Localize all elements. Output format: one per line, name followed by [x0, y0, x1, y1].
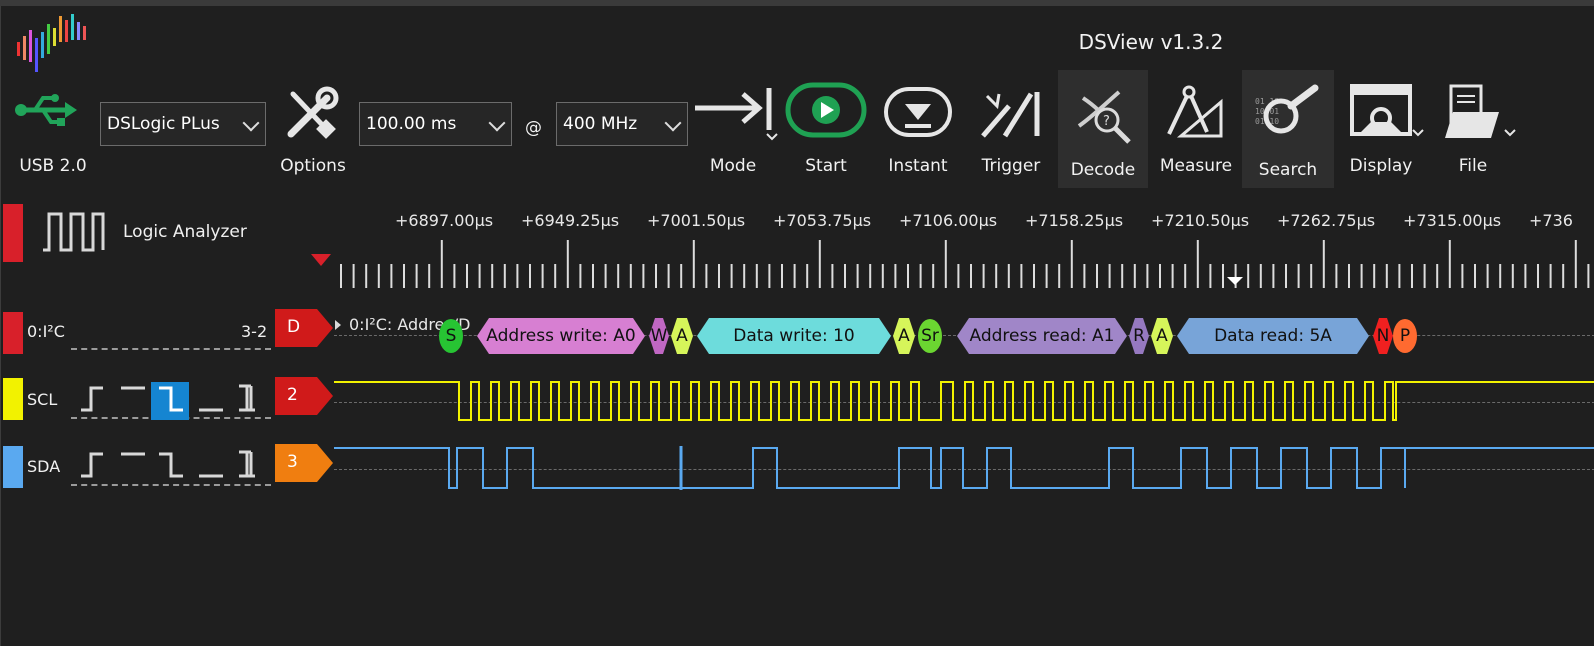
ruler-label: +6949.25µs: [521, 211, 620, 230]
ruler-label: +7262.75µs: [1277, 211, 1376, 230]
instant-icon[interactable]: [883, 86, 953, 140]
app-title: DSView v1.3.2: [1078, 30, 1224, 54]
decode-data-write[interactable]: Data write: 10: [733, 326, 855, 346]
decode-ack-2[interactable]: A: [898, 326, 910, 346]
chevron-down-icon: [664, 114, 682, 132]
decode-label[interactable]: Decode: [1070, 160, 1136, 180]
i2c-color-bar: [3, 312, 23, 354]
search-magnifier-icon[interactable]: 01 10 10 01 01 10: [1253, 84, 1321, 146]
duration-select-value: 100.00 ms: [366, 114, 457, 134]
dsview-logo-icon: [17, 14, 86, 72]
svg-text:?: ?: [1103, 114, 1110, 129]
sda-dash-line: [71, 484, 271, 486]
falling-edge-icon: [159, 452, 183, 478]
at-label: @: [525, 118, 542, 138]
device-select[interactable]: DSLogic PLus: [100, 102, 266, 146]
decode-address-read[interactable]: Address read: A1: [969, 326, 1115, 346]
chevron-down-icon: [488, 114, 506, 132]
decode-start[interactable]: S: [445, 326, 457, 346]
i2c-channel-name[interactable]: 0:I²C: [27, 322, 65, 341]
file-folder-icon[interactable]: [1443, 82, 1523, 144]
trigger-label[interactable]: Trigger: [981, 156, 1041, 176]
search-label[interactable]: Search: [1258, 160, 1318, 180]
sda-color-bar: [3, 446, 23, 488]
decode-data-read[interactable]: Data read: 5A: [1214, 326, 1332, 346]
rising-edge-icon: [81, 386, 103, 412]
start-label[interactable]: Start: [805, 156, 847, 176]
channel-trigger-icons: [81, 382, 255, 478]
options-label[interactable]: Options: [280, 156, 346, 176]
device-select-value: DSLogic PLus: [107, 114, 220, 134]
trigger-marker-icon: [311, 254, 331, 266]
sample-rate-select[interactable]: 400 MHz: [556, 102, 688, 146]
any-edge-icon: [239, 384, 255, 412]
mode-arrow-icon[interactable]: [693, 84, 783, 144]
display-label[interactable]: Display: [1349, 156, 1413, 176]
start-play-icon[interactable]: [785, 82, 867, 138]
chevron-down-icon: [242, 114, 260, 132]
sda-channel-name[interactable]: SDA: [27, 457, 61, 476]
scl-color-bar: [3, 378, 23, 420]
instant-label[interactable]: Instant: [888, 156, 948, 176]
measure-label[interactable]: Measure: [1159, 156, 1233, 176]
usb-label: USB 2.0: [19, 156, 87, 176]
ruler-label: +7158.25µs: [1025, 211, 1124, 230]
wrench-screwdriver-icon[interactable]: [283, 86, 339, 142]
scl-channel-badge[interactable]: 2: [275, 377, 333, 415]
decode-dna-icon[interactable]: ?: [1073, 86, 1135, 146]
ruler-label: +7210.50µs: [1151, 211, 1250, 230]
logic-waveform-icon: [43, 212, 105, 252]
collapse-arrow-icon[interactable]: [333, 318, 343, 332]
rising-edge-icon: [81, 452, 103, 478]
measure-compass-icon[interactable]: [1163, 84, 1229, 142]
analyzer-color-bar: [3, 204, 23, 262]
ruler-label: +7001.50µs: [647, 211, 746, 230]
decode-stop[interactable]: P: [1399, 326, 1411, 346]
sda-channel-badge[interactable]: 3: [275, 444, 333, 482]
dsview-window: DSView v1.3.2 USB 2.0 DSLogic PLus Optio…: [0, 6, 1594, 646]
decode-ack-3[interactable]: A: [1156, 326, 1168, 346]
display-window-icon[interactable]: [1349, 82, 1431, 144]
ruler-label: +6897.00µs: [395, 211, 494, 230]
i2c-dash-line: [71, 348, 271, 350]
trigger-icon[interactable]: [981, 86, 1043, 142]
decode-read-bit[interactable]: R: [1133, 326, 1145, 346]
usb-icon: [15, 94, 77, 126]
i2c-channel-badge[interactable]: D: [275, 309, 333, 347]
ruler-label: +7053.75µs: [773, 211, 872, 230]
sda-waveform[interactable]: [1, 442, 1594, 494]
ruler-label: +7315.00µs: [1403, 211, 1502, 230]
i2c-decode-shapes: [439, 318, 1417, 354]
svg-text:01 10: 01 10: [1255, 97, 1279, 106]
cursor-marker-icon: [1227, 277, 1243, 285]
decode-repeated-start[interactable]: Sr: [921, 326, 939, 346]
decode-ack-1[interactable]: A: [676, 326, 688, 346]
decode-address-write[interactable]: Address write: A0: [486, 326, 636, 346]
ruler-label: +736: [1529, 211, 1573, 230]
file-label[interactable]: File: [1458, 156, 1488, 176]
duration-select[interactable]: 100.00 ms: [359, 102, 512, 146]
decode-write-bit[interactable]: W: [650, 326, 668, 346]
scl-channel-name[interactable]: SCL: [27, 390, 58, 409]
time-ruler[interactable]: [1, 232, 1594, 302]
any-edge-icon: [239, 450, 255, 478]
mode-label[interactable]: Mode: [709, 156, 757, 176]
sample-rate-select-value: 400 MHz: [563, 114, 638, 134]
logic-analyzer-label: Logic Analyzer: [123, 222, 247, 242]
scl-waveform[interactable]: [1, 376, 1594, 426]
ruler-label: +7106.00µs: [899, 211, 998, 230]
i2c-channel-range: 3-2: [241, 322, 268, 341]
decode-nack[interactable]: N: [1376, 326, 1390, 346]
